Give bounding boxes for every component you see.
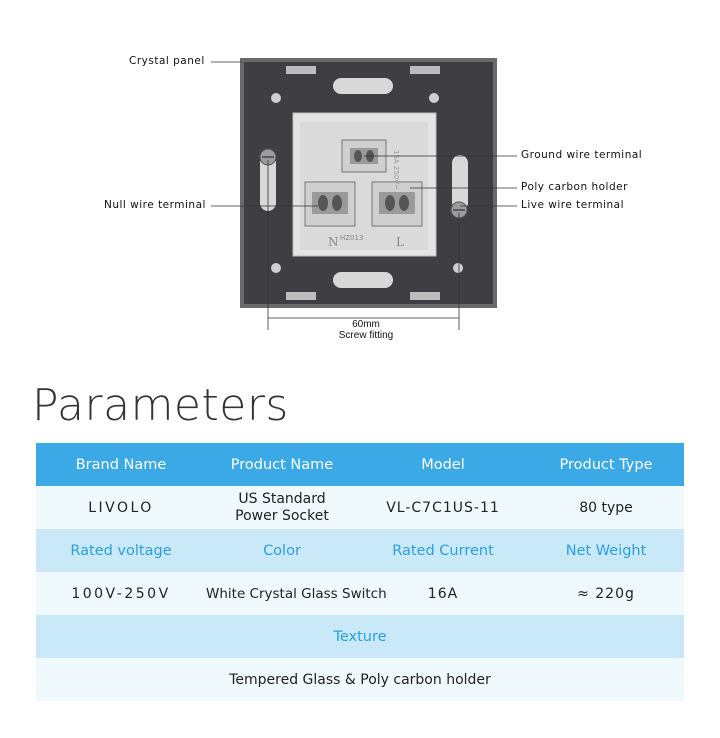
mount-slot-top [333, 78, 393, 94]
label-live-wire-terminal: Live wire terminal [521, 199, 625, 211]
dimension-caption: Screw fitting [338, 330, 394, 341]
socket-mark-live: L [396, 235, 404, 249]
table-texture-header-row: Texture [36, 615, 684, 658]
header-rated-current: Rated Current [358, 529, 528, 572]
dimension-value: 60mm [352, 319, 380, 330]
header-color: Color [206, 529, 358, 572]
parameters-title: Parameters [32, 380, 289, 431]
header-texture: Texture [36, 615, 684, 658]
mount-slot-bottom [333, 272, 393, 288]
value-product-type: 80 type [528, 486, 684, 529]
value-model: VL-C7C1US-11 [358, 486, 528, 529]
socket-diagram: N HZ013 L 15A 250V~ [211, 58, 517, 330]
header-product-name: Product Name [206, 443, 358, 486]
value-rated-current: 16A [358, 572, 528, 615]
parameters-table: Brand Name Product Name Model Product Ty… [36, 443, 684, 701]
value-rated-voltage: 100V-250V [36, 572, 206, 615]
label-null-wire-terminal: Null wire terminal [104, 199, 206, 211]
hole [271, 93, 281, 103]
header-product-type: Product Type [528, 443, 684, 486]
value-color: White Crystal Glass Switch [206, 572, 387, 615]
header-brand-name: Brand Name [36, 443, 206, 486]
table-row: Tempered Glass & Poly carbon holder [36, 658, 684, 701]
socket-mark-neutral: N [328, 235, 339, 249]
label-ground-wire-terminal: Ground wire terminal [521, 149, 643, 161]
header-rated-voltage: Rated voltage [36, 529, 206, 572]
hole [429, 93, 439, 103]
value-brand-name: LIVOLO [36, 486, 206, 529]
table-row: LIVOLO US Standard Power Socket VL-C7C1U… [36, 486, 684, 529]
hole [271, 263, 281, 273]
header-net-weight: Net Weight [528, 529, 684, 572]
label-crystal-panel: Crystal panel [129, 55, 205, 67]
value-net-weight: ≈ 220g [528, 572, 684, 615]
socket-mark-code: HZ013 [340, 234, 363, 242]
value-texture: Tempered Glass & Poly carbon holder [36, 658, 684, 701]
hole [453, 263, 463, 273]
mount-slot-right [452, 155, 468, 211]
table-subheader-row: Rated voltage Color Rated Current Net We… [36, 529, 684, 572]
header-model: Model [358, 443, 528, 486]
table-row: 100V-250V White Crystal Glass Switch 16A… [36, 572, 684, 615]
label-poly-carbon-holder: Poly carbon holder [521, 181, 628, 193]
value-product-name: US Standard Power Socket [206, 486, 358, 529]
table-header-row: Brand Name Product Name Model Product Ty… [36, 443, 684, 486]
socket-mark-rating: 15A 250V~ [392, 150, 400, 190]
